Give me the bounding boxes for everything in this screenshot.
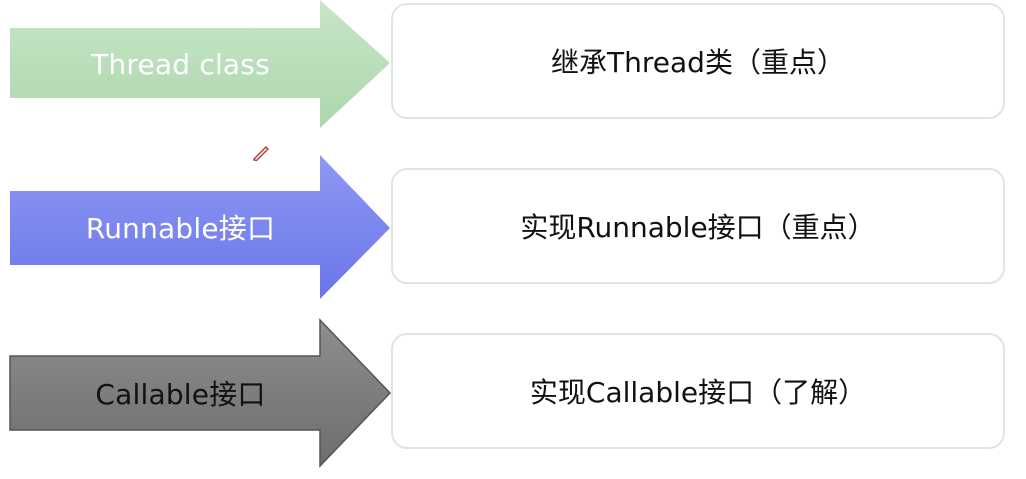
callable-row: Callable接口 实现Callable接口（了解） (0, 318, 1026, 468)
runnable-arrow-shape (10, 155, 390, 299)
callable-box: 实现Callable接口（了解） (391, 333, 1005, 449)
thread-row: Thread class 继承Thread类（重点） (0, 0, 1026, 150)
thread-arrow-label: Thread class (91, 47, 270, 81)
runnable-arrow: Runnable接口 (8, 155, 393, 305)
callable-arrow: Callable接口 (8, 318, 393, 468)
runnable-arrow-label: Runnable接口 (85, 212, 276, 245)
runnable-box: 实现Runnable接口（重点） (391, 168, 1005, 284)
pen-cursor-icon (253, 146, 269, 161)
runnable-row: Runnable接口 实现Runnable接口（重点） (0, 155, 1026, 305)
thread-arrow: Thread class (8, 0, 393, 150)
callable-arrow-label: Callable接口 (95, 378, 266, 411)
callable-arrow-shape (9, 318, 392, 468)
thread-box: 继承Thread类（重点） (391, 3, 1005, 119)
thread-arrow-shape (10, 0, 390, 128)
